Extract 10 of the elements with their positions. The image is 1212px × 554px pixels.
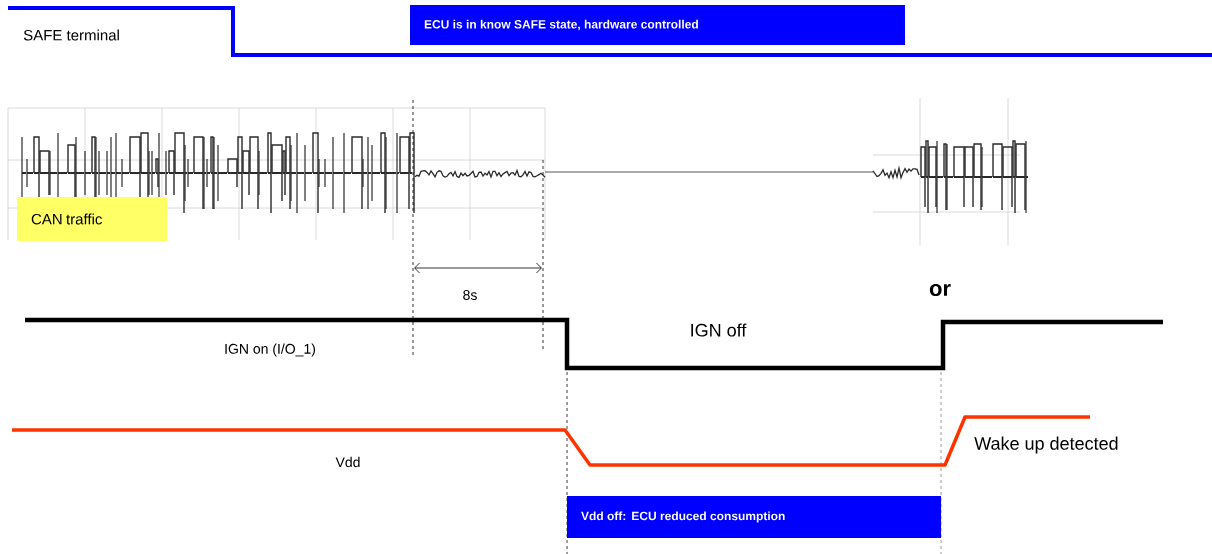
signal-label: Wake up detected [974, 436, 1118, 454]
or-label: or [929, 283, 951, 297]
state-banner: Vdd off: ECU reduced consumption [567, 496, 941, 538]
tab-label: SAFE terminal [23, 29, 119, 41]
state-banner: ECU is in know SAFE state, hardware controlled [410, 5, 905, 45]
signal-label: Vdd [335, 456, 360, 468]
signal-tag: CAN traffic [17, 197, 167, 241]
signal-label: IGN off [691, 323, 747, 337]
signal-label: IGN on (I/O_1) [225, 343, 316, 357]
dimension-label: 8s [463, 290, 477, 300]
